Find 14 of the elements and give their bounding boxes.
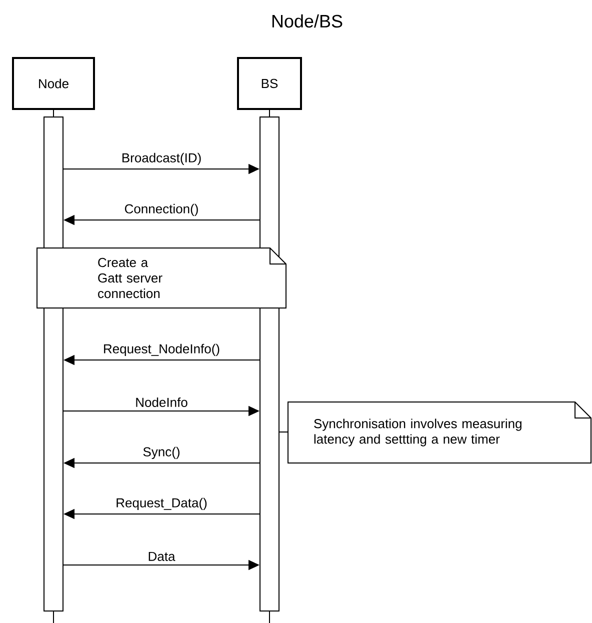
participant-box: BS (237, 57, 302, 110)
message-label: NodeInfo (134, 396, 190, 408)
message-label: Connection() (122, 202, 200, 218)
message-label: Request_NodeInfo() (101, 342, 222, 358)
title: Node/BS (272, 14, 342, 28)
note: Synchronisation involves measuring latency and settting a new timer (288, 402, 592, 464)
message-label: Broadcast(ID) (120, 151, 204, 166)
note: Create a Gatt server connection (36, 248, 286, 308)
lifeline (269, 110, 270, 117)
message-label: Data (146, 550, 177, 562)
lifeline (53, 110, 54, 117)
message-label: Request_Data() (114, 496, 209, 512)
message-label: Sync() (141, 445, 182, 460)
participant-box: Node (12, 57, 95, 110)
